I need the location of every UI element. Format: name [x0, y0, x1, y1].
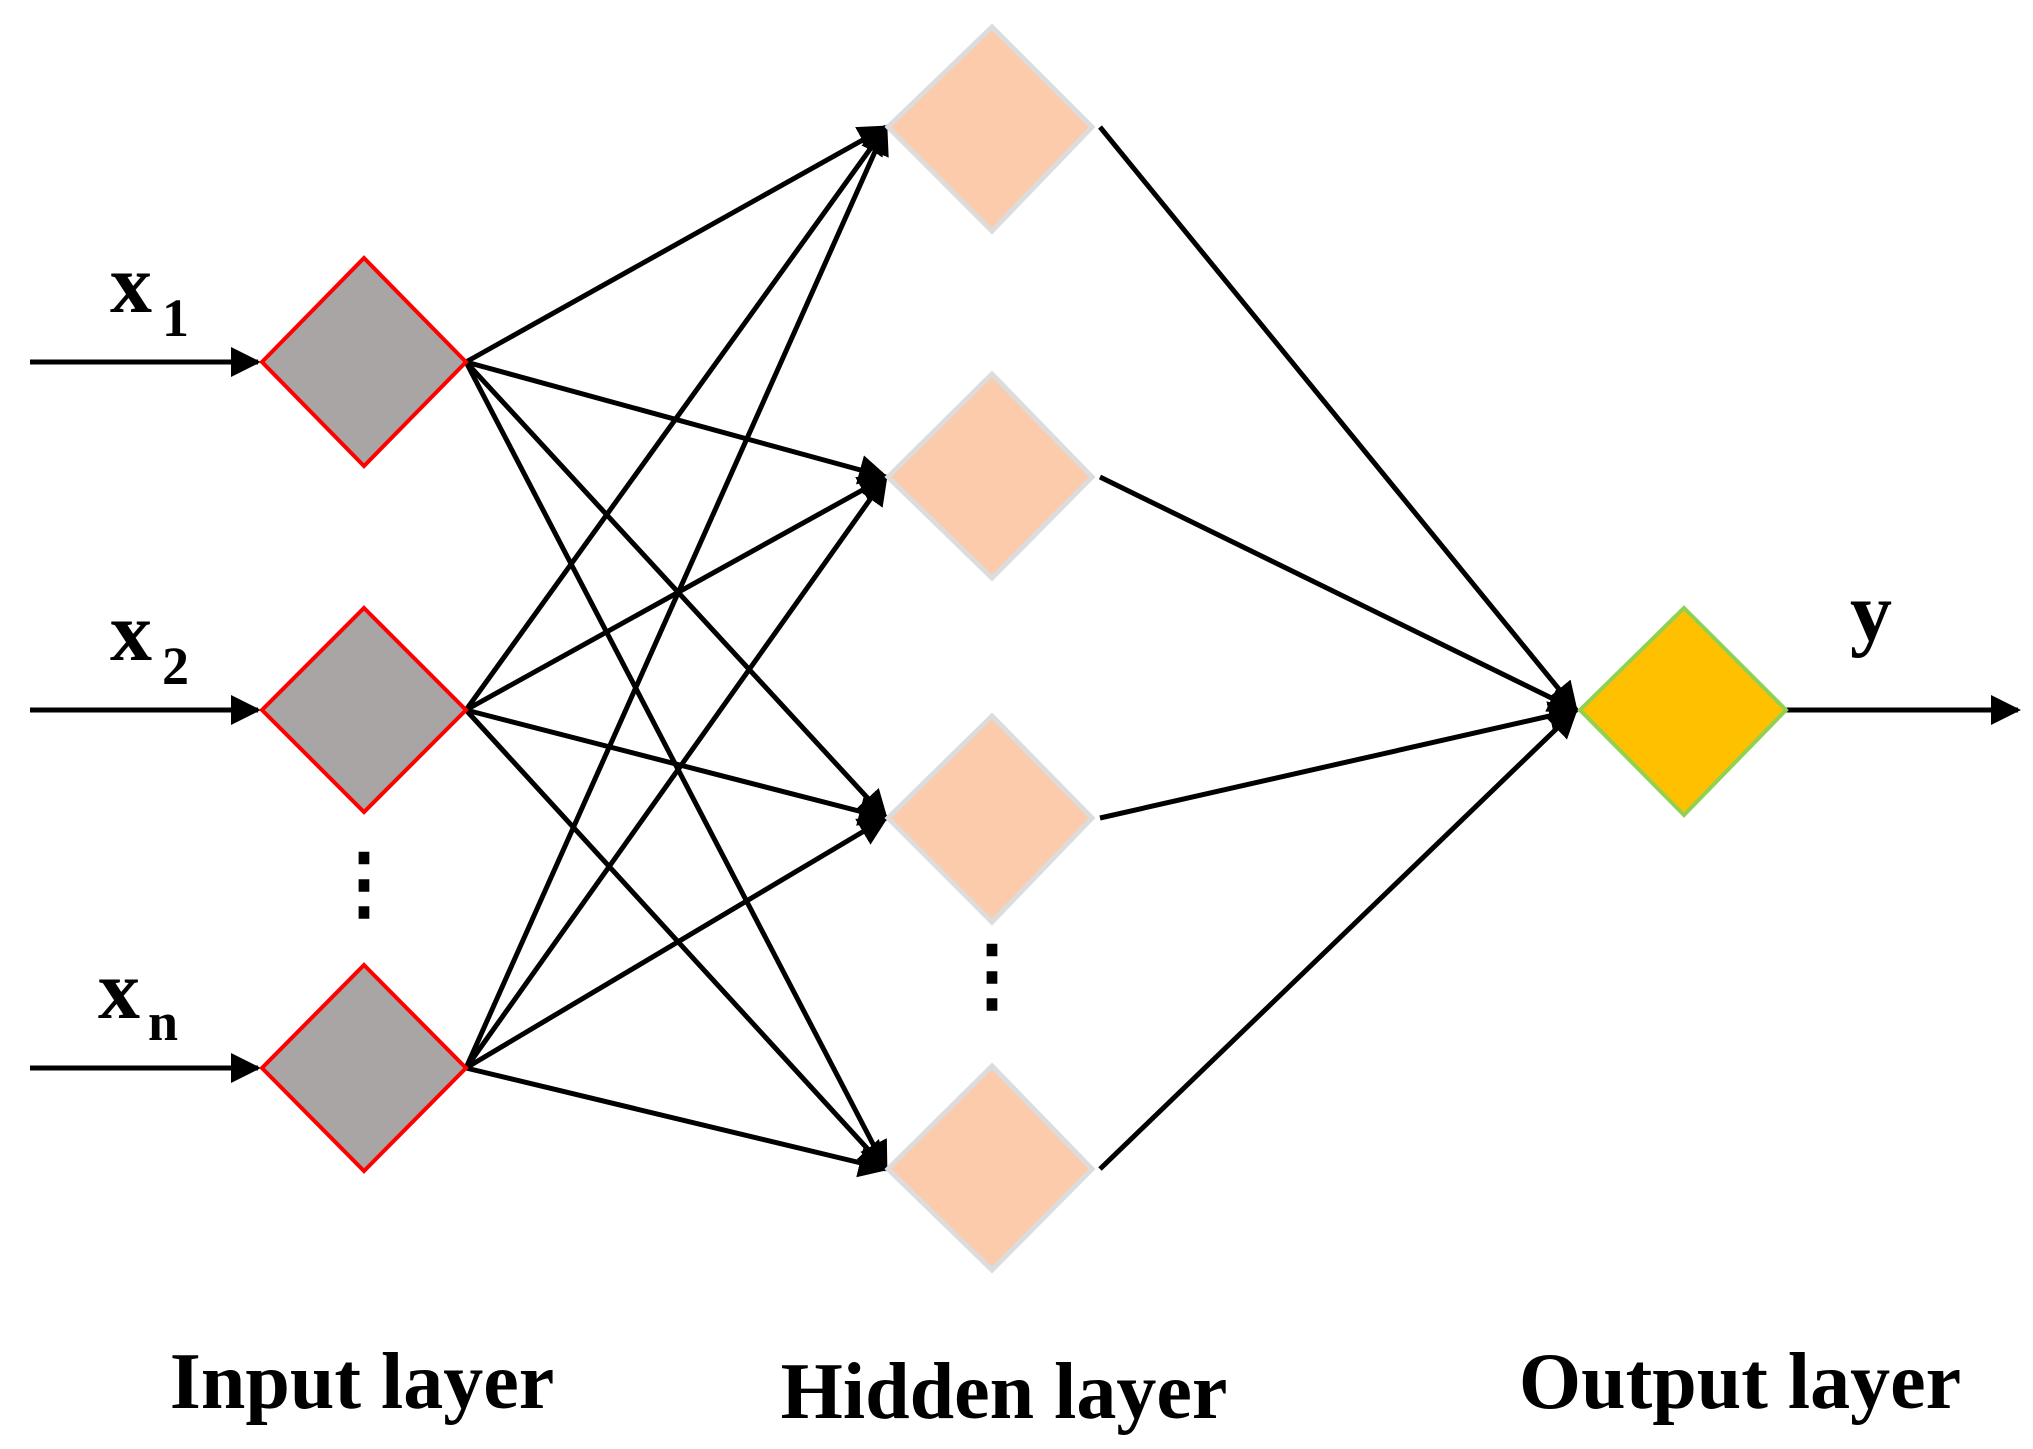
hidden-2-to-output [1098, 474, 1579, 713]
hidden-layer-label: Hidden layer [781, 1348, 1228, 1436]
hidden-1-to-output [1098, 125, 1578, 713]
input-layer-nodes [259, 255, 469, 1174]
hidden-node-1 [884, 23, 1096, 235]
input-1-to-hidden-1 [464, 124, 889, 365]
input-3-to-hidden-1 [463, 124, 889, 1070]
output-node [1577, 605, 1789, 818]
input-node-n [259, 962, 469, 1174]
input-node-1 [259, 255, 469, 469]
input-2-to-hidden-3 [465, 707, 889, 826]
input-sub-n: n [148, 992, 178, 1052]
input-var-1: x [110, 238, 152, 331]
input-label-2: x 2 [110, 586, 189, 696]
hidden-ellipsis: ⋮ [952, 932, 1032, 1020]
output-layer-label: Output layer [1519, 1338, 1961, 1426]
input-layer-label: Input layer [170, 1338, 555, 1426]
input-3-to-hidden-3 [464, 815, 889, 1071]
output-var: y [1850, 566, 1892, 659]
connections [30, 124, 2021, 1178]
hidden-node-4 [884, 1062, 1096, 1274]
input-3-to-hidden-4 [465, 1065, 889, 1178]
input-sub-1: 1 [162, 288, 189, 348]
hidden-node-3 [884, 712, 1096, 926]
hidden-3-to-output [1099, 701, 1579, 821]
hidden-4-to-output [1098, 707, 1579, 1171]
input-1-to-hidden-3 [464, 360, 889, 821]
input-2-to-hidden-1 [463, 124, 889, 712]
input-2-to-hidden-4 [464, 708, 889, 1172]
input-var-2: x [110, 586, 152, 679]
input-ellipsis: ⋮ [324, 840, 404, 928]
input-node-2 [259, 605, 469, 815]
input-var-n: x [98, 944, 140, 1037]
input-label-1: x 1 [110, 238, 189, 348]
input-sub-2: 2 [162, 636, 189, 696]
hidden-node-2 [884, 370, 1096, 582]
hidden-layer-nodes [884, 23, 1096, 1274]
input-3-to-hidden-2 [463, 474, 889, 1070]
input-label-n: x n [98, 944, 178, 1052]
